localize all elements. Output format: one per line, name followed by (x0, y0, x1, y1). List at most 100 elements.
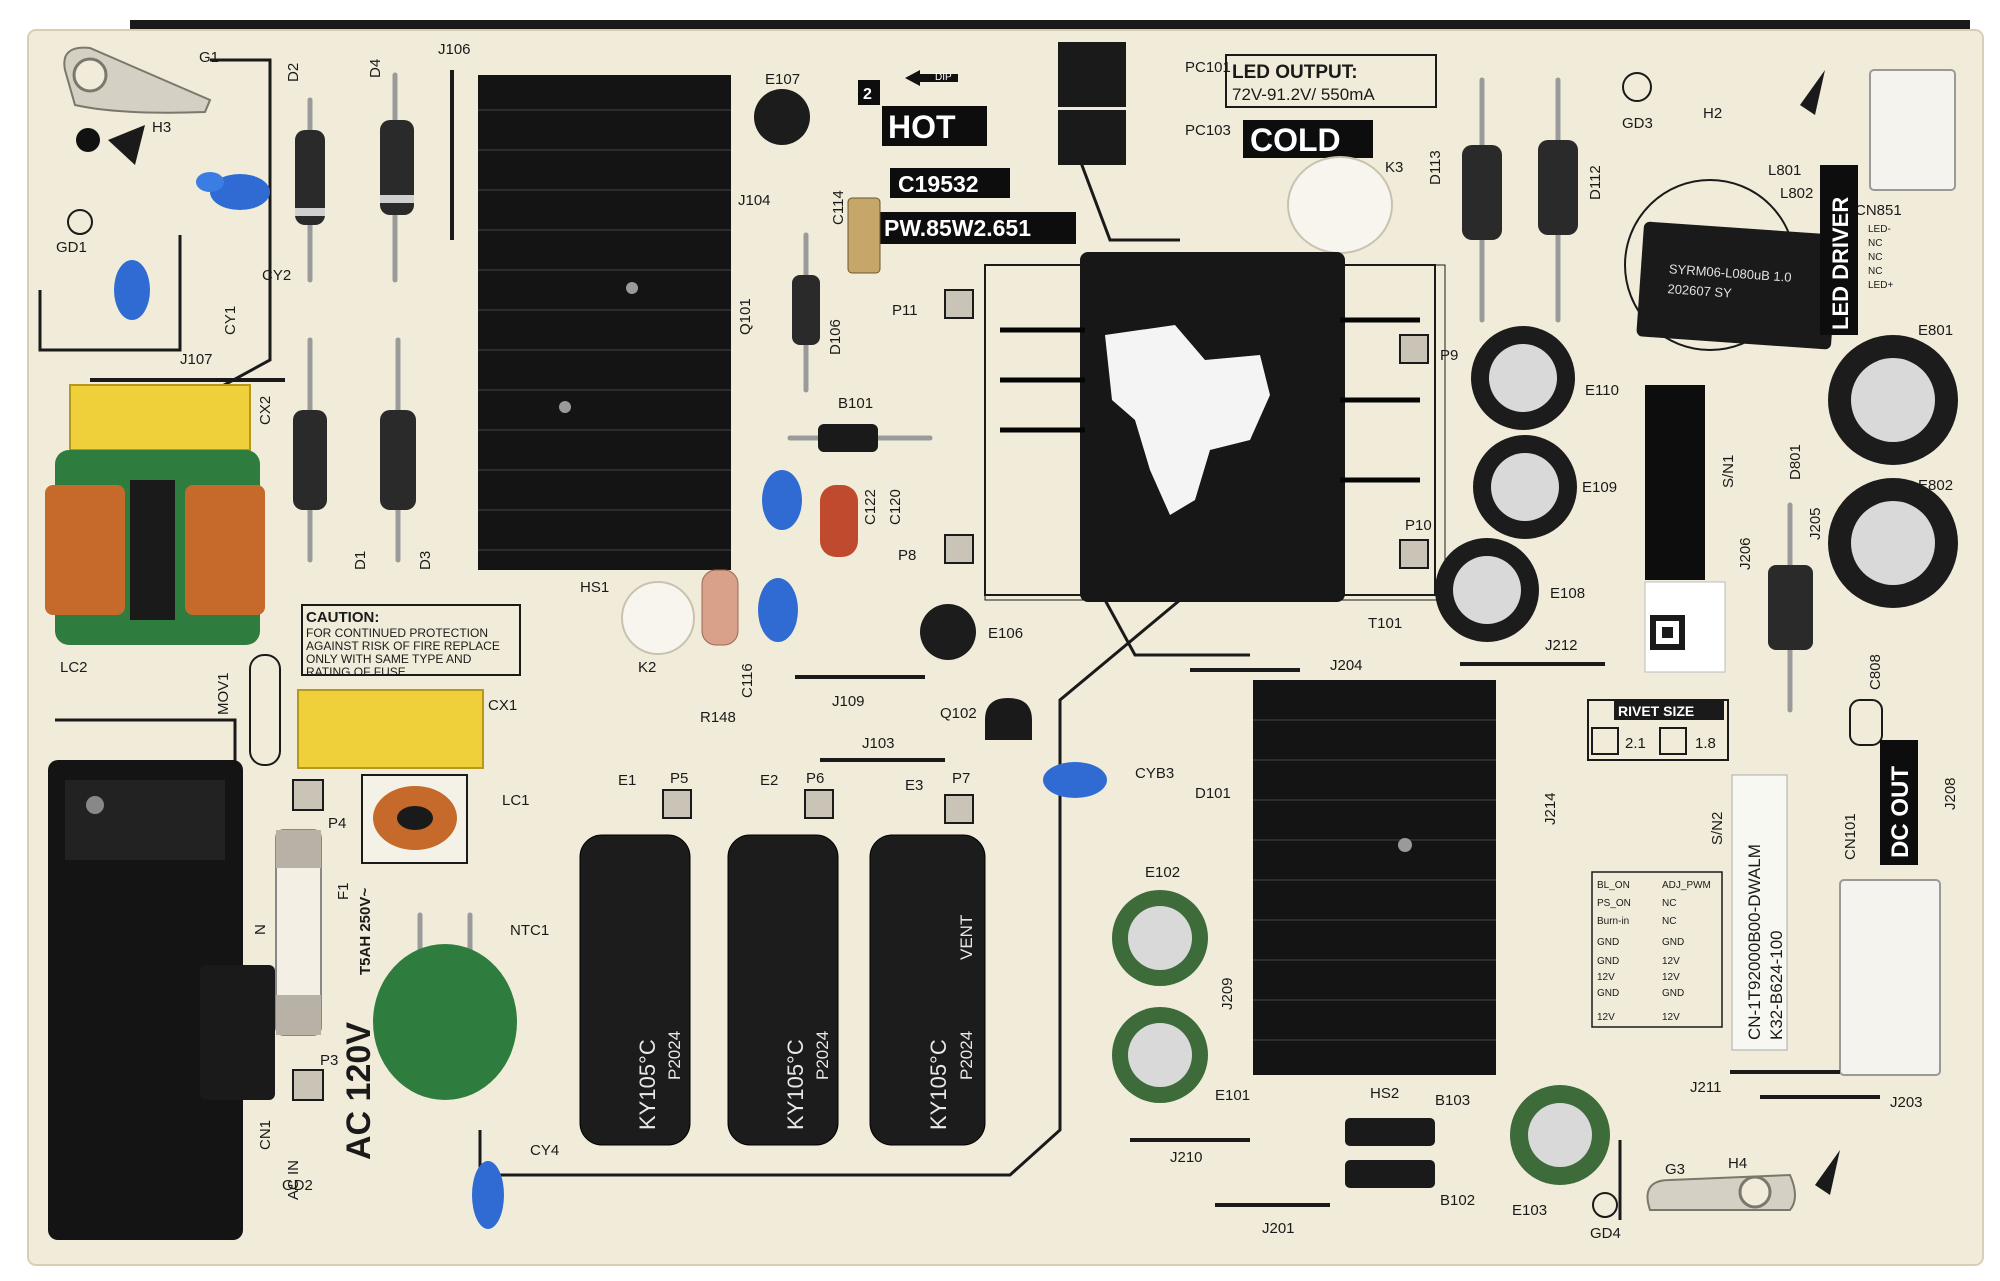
ref-j212: J212 (1545, 637, 1578, 654)
capacitor-c116 (758, 578, 798, 642)
ref-c120: C120 (887, 489, 904, 525)
svg-text:P2024: P2024 (665, 1031, 684, 1080)
bead-b102 (1345, 1160, 1435, 1188)
ref-f1: F1 (335, 882, 352, 900)
ac-inlet-connector (48, 760, 275, 1240)
ref-g3: G3 (1665, 1161, 1685, 1178)
ref-hs1: HS1 (580, 579, 609, 596)
cn851-pin: NC (1868, 252, 1882, 263)
board-hole (76, 128, 100, 152)
ref-c114: C114 (830, 190, 847, 225)
svg-text:GND: GND (1597, 988, 1619, 999)
svg-text:GND: GND (1597, 956, 1619, 967)
pad-p4 (292, 779, 324, 811)
ref-j109: J109 (832, 693, 865, 710)
diode-d2 (295, 97, 325, 283)
trace (38, 235, 182, 352)
connector-cn851 (1869, 69, 1956, 191)
ref-p7: P7 (952, 770, 970, 787)
ref-sn2: S/N2 (1709, 812, 1726, 845)
capacitor-c120 (820, 485, 858, 557)
caution-line: FOR CONTINUED PROTECTION (306, 626, 488, 640)
pad-p3 (292, 1069, 324, 1101)
ref-j104: J104 (738, 192, 771, 209)
diode-d801 (1768, 502, 1813, 713)
ref-p9: P9 (1440, 347, 1458, 364)
rivet-title: RIVET SIZE (1618, 703, 1694, 719)
dip-label: DIP (935, 72, 952, 83)
pin-l: L (252, 1027, 269, 1035)
ref-cx1: CX1 (488, 697, 517, 714)
ref-e102: E102 (1145, 864, 1180, 881)
ref-j214: J214 (1542, 792, 1559, 825)
ref-cy4: CY4 (530, 1142, 559, 1159)
trace (210, 58, 272, 392)
svg-text:ADJ_PWM: ADJ_PWM (1662, 880, 1711, 891)
rivet-b: 1.8 (1695, 735, 1716, 752)
ref-cy1: CY1 (222, 306, 239, 335)
diode-d112 (1538, 77, 1578, 323)
ref-j106: J106 (438, 41, 471, 58)
svg-text:PS_ON: PS_ON (1597, 898, 1631, 909)
ref-sn1: S/N1 (1720, 455, 1737, 488)
svg-text:P2024: P2024 (813, 1031, 832, 1080)
dc-out-banner (1880, 740, 1918, 865)
caution-title: CAUTION: (306, 609, 379, 626)
ref-j210: J210 (1170, 1149, 1203, 1166)
mounting-hole (72, 57, 108, 93)
label-sticker (1105, 325, 1270, 515)
standoff-k3 (1287, 156, 1393, 254)
ref-p10: P10 (1405, 517, 1432, 534)
ref-cn1: CN1 (257, 1120, 274, 1150)
capacitor-e801 (1828, 335, 1958, 465)
capacitor-e802 (1828, 478, 1958, 608)
ref-q101: Q101 (737, 298, 754, 335)
caution-box (301, 604, 521, 676)
ref-d106: D106 (827, 319, 844, 355)
capacitor-e103 (1510, 1085, 1610, 1185)
ref-b101: B101 (838, 395, 873, 412)
heatsink-hs2 (1253, 680, 1496, 1075)
svg-text:GND: GND (1662, 937, 1684, 948)
ref-e802: E802 (1918, 477, 1953, 494)
optocoupler-pc101 (1058, 42, 1126, 107)
ref-d4: D4 (367, 59, 384, 78)
ref-e110: E110 (1585, 382, 1619, 399)
ref-g1: G1 (199, 49, 219, 66)
diode-d3 (380, 337, 416, 563)
ref-e2: E2 (760, 772, 778, 789)
svg-text:12V: 12V (1662, 1012, 1680, 1023)
y-capacitor-cyb3 (1043, 762, 1107, 798)
ref-r148: R148 (700, 709, 736, 726)
hot-banner (882, 106, 987, 146)
board-code: K32-B624-100 (1767, 930, 1786, 1040)
ref-j206: J206 (1737, 537, 1754, 570)
ref-c808: C808 (1867, 654, 1884, 690)
pin-n: N (252, 924, 269, 935)
ref-j103: J103 (862, 735, 895, 752)
ref-gd4: GD4 (1590, 1225, 1621, 1242)
svg-text:P2024: P2024 (957, 1031, 976, 1080)
ref-e3: E3 (905, 777, 923, 794)
ref-p8: P8 (898, 547, 916, 564)
ref-cn851: CN851 (1855, 202, 1902, 219)
svg-text:NC: NC (1662, 898, 1676, 909)
ref-d801: D801 (1787, 444, 1804, 480)
ref-gd2: GD2 (282, 1177, 313, 1194)
fuse-rating: T5AH 250V~ (357, 888, 374, 975)
bulk-capacitor-e2: KY105°C P2024 (727, 834, 839, 1146)
capacitor-e106 (920, 604, 976, 660)
model-banner (890, 168, 1010, 198)
model-number: C19532 (898, 171, 979, 197)
transformer-t101 (984, 252, 1446, 602)
pinout-table (1591, 871, 1723, 1028)
transistor-q102 (985, 698, 1032, 740)
ref-e107: E107 (765, 71, 800, 88)
hot-label: HOT (888, 109, 956, 145)
trace (1078, 159, 1180, 242)
led-output-spec: 72V-91.2V/ 550mA (1232, 85, 1375, 104)
ref-j107: J107 (180, 351, 213, 368)
dc-out-label: DC OUT (1887, 766, 1914, 858)
svg-text:12V: 12V (1662, 956, 1680, 967)
